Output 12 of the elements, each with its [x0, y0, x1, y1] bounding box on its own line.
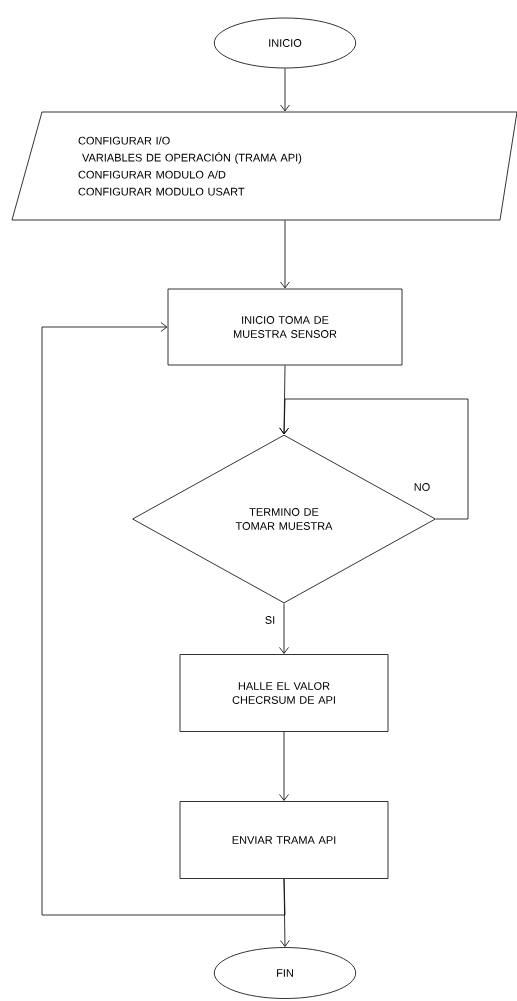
process-box: HALLE EL VALOR CHECRSUM DE API	[179, 654, 389, 732]
arrow	[279, 398, 469, 520]
input-parallelogram: CONFIGURAR I/O VARIABLES DE OPERACIÓN (TRAMA API) CONFIGURAR MODULO A/D CONFIGURAR MODULO USART	[11, 111, 517, 221]
edge-label: NO	[412, 482, 432, 492]
arrow	[41, 322, 286, 916]
process-box: INICIO TOMA DE MUESTRA SENSOR	[167, 288, 403, 366]
arrow	[279, 731, 289, 801]
arrow	[280, 68, 290, 112]
edge-label: SI	[263, 615, 277, 625]
arrow	[279, 603, 289, 654]
arrow	[280, 220, 290, 289]
process-box: ENVIAR TRAMA API	[179, 801, 389, 879]
